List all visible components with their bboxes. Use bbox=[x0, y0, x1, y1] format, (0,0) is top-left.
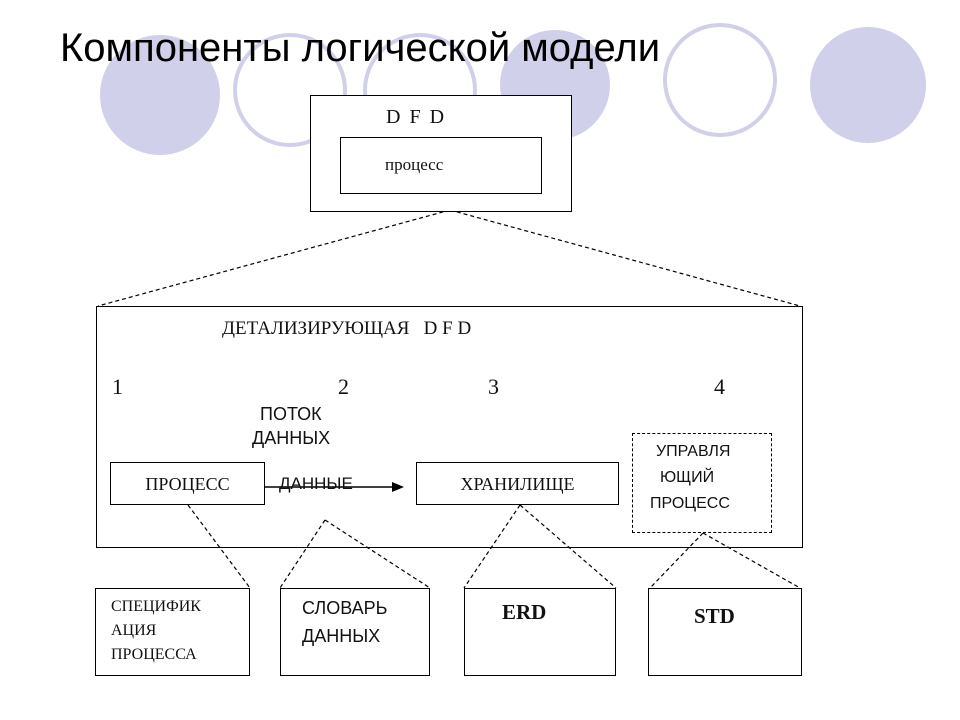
erd-box bbox=[464, 588, 616, 676]
flow-label-line1: ПОТОК bbox=[260, 404, 322, 424]
spec-box bbox=[95, 588, 250, 676]
store-label: ХРАНИЛИЩЕ bbox=[460, 474, 575, 494]
data-flow-arrowhead bbox=[392, 482, 404, 492]
link-control-std-right bbox=[702, 532, 801, 589]
slide-title: Компоненты логической модели bbox=[60, 26, 661, 70]
detail-dfd-box bbox=[96, 306, 803, 548]
link-store-erd-right bbox=[519, 504, 617, 589]
control-label-line3: ПРОЦЕСС bbox=[650, 495, 730, 512]
zoom-line-right bbox=[449, 209, 801, 307]
process-box bbox=[110, 462, 265, 505]
dictionary-label-line1: СЛОВАРЬ bbox=[302, 598, 388, 618]
process-label: ПРОЦЕСС bbox=[145, 474, 230, 494]
control-process-box bbox=[632, 433, 772, 533]
flow-label-line2: ДАННЫХ bbox=[252, 428, 331, 448]
decor-circle-6 bbox=[810, 27, 926, 143]
link-store-erd-left bbox=[463, 504, 521, 589]
decor-circle-2 bbox=[233, 33, 347, 147]
dictionary-box bbox=[280, 588, 430, 676]
std-box bbox=[648, 588, 802, 676]
num-3: 3 bbox=[488, 374, 499, 399]
decor-circle-5 bbox=[663, 23, 777, 137]
control-label-line1: УПРАВЛЯ bbox=[656, 443, 731, 460]
link-process-spec bbox=[187, 504, 251, 589]
link-control-std-left bbox=[649, 532, 704, 589]
spec-label-line2: АЦИЯ bbox=[111, 622, 157, 639]
decor-circle-1 bbox=[100, 35, 220, 155]
top-process-box bbox=[340, 137, 542, 194]
data-arrow-label: ДАННЫЕ bbox=[279, 474, 353, 493]
num-4: 4 bbox=[714, 374, 725, 399]
num-1: 1 bbox=[112, 374, 123, 399]
zoom-line-left bbox=[97, 209, 451, 307]
std-label: STD bbox=[694, 604, 735, 628]
store-box bbox=[416, 462, 619, 505]
spec-label-line3: ПРОЦЕССА bbox=[111, 646, 197, 663]
detail-dfd-label: ДЕТАЛИЗИРУЮЩАЯ D F D bbox=[222, 318, 472, 339]
num-2: 2 bbox=[338, 374, 349, 399]
top-dfd-label: D F D bbox=[386, 106, 447, 128]
dictionary-label-line2: ДАННЫХ bbox=[302, 626, 381, 646]
control-label-line2: ЮЩИЙ bbox=[660, 469, 715, 486]
erd-label: ERD bbox=[502, 600, 547, 624]
spec-label-line1: СПЕЦИФИК bbox=[111, 598, 201, 615]
top-process-label: процесс bbox=[385, 155, 444, 174]
